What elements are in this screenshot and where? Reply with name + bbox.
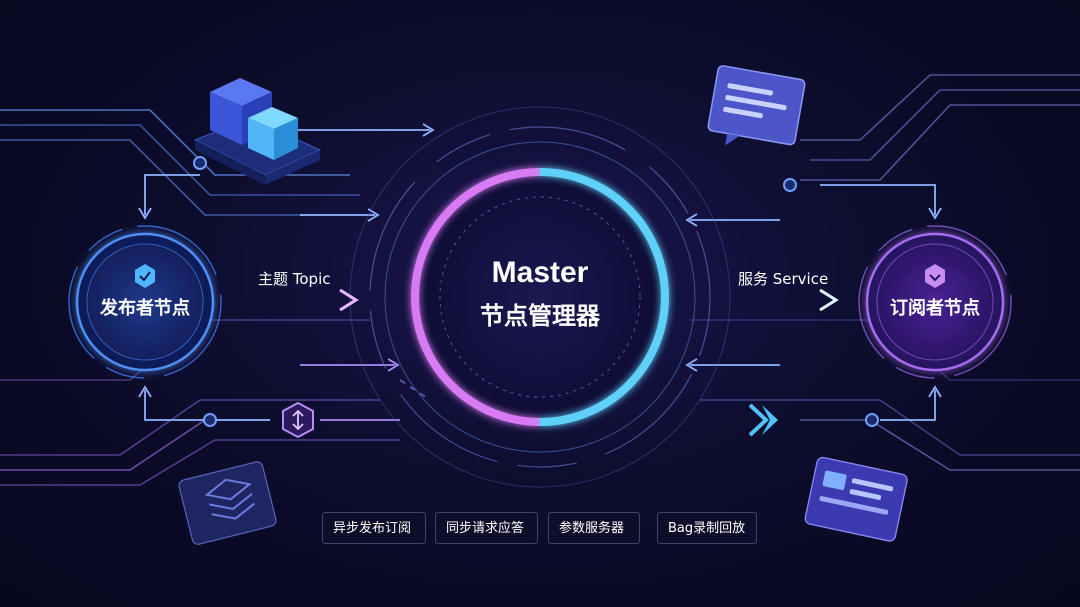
message-card-icon xyxy=(707,65,806,146)
service-edge-label: 服务 Service xyxy=(738,270,829,288)
master-subtitle: 节点管理器 xyxy=(480,302,600,330)
feature-tag-bag-record: Bag录制回放 xyxy=(657,512,757,544)
layers-card-icon xyxy=(178,461,277,545)
topic-arrow xyxy=(228,288,359,312)
publisher-node-label: 发布者节点 xyxy=(100,298,190,319)
publisher-node-circle xyxy=(68,225,222,379)
screen-card-icon xyxy=(804,456,908,542)
subscriber-badge-icon xyxy=(925,264,945,288)
feature-tag-async-pubsub: 异步发布订阅 xyxy=(322,512,426,544)
master-title: Master xyxy=(491,256,589,289)
subscriber-node-label: 订阅者节点 xyxy=(890,298,980,319)
publisher-badge-icon xyxy=(135,264,155,288)
forward-arrow-icon xyxy=(748,403,778,437)
hexagon-link-icon xyxy=(282,401,314,439)
subscriber-node-circle xyxy=(858,225,1012,379)
feature-tag-param-server: 参数服务器 xyxy=(548,512,640,544)
cubes-icon xyxy=(193,78,322,185)
service-arrow xyxy=(675,288,839,312)
junction-dots xyxy=(193,156,879,427)
feature-tag-sync-request: 同步请求应答 xyxy=(435,512,538,544)
master-rings xyxy=(349,106,731,488)
topic-edge-label: 主题 Topic xyxy=(258,270,331,288)
left-circuit-traces xyxy=(0,109,400,486)
right-circuit-traces xyxy=(690,74,1080,471)
